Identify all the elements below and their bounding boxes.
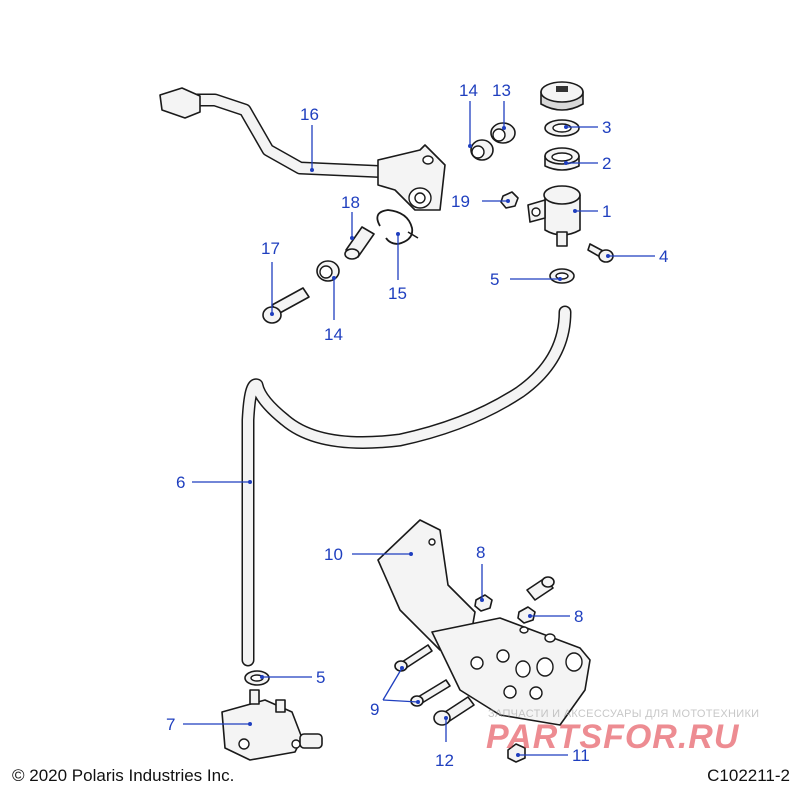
- part-8-nut-lower: [517, 606, 536, 624]
- callout-1: 1: [602, 202, 611, 221]
- copyright-text: © 2020 Polaris Industries Inc.: [12, 766, 235, 785]
- leader-lines: [183, 101, 655, 757]
- part-9-bolts: [394, 644, 451, 707]
- part-2-ring: [544, 147, 580, 171]
- callout-labels: 1 2 3 4 5 5 6 7 8 8 9 10 11 12 13 14 14 …: [166, 81, 668, 770]
- callout-19: 19: [451, 192, 470, 211]
- part-reservoir-cap: [540, 81, 584, 111]
- watermark-brand: PARTSFOR.RU: [486, 718, 740, 756]
- callout-3: 3: [602, 118, 611, 137]
- callout-8-lower: 8: [574, 607, 583, 626]
- part-3-diaphragm: [544, 119, 580, 137]
- callout-17: 17: [261, 239, 280, 258]
- part-6-hose: [241, 305, 572, 667]
- watermark: ЗАПЧАСТИ И АКСЕССУАРЫ ДЛЯ МОТОТЕХНИКИ PA…: [486, 708, 759, 756]
- callout-5-upper: 5: [490, 270, 499, 289]
- part-8-nut-upper: [474, 594, 493, 612]
- part-7-master-cylinder: [221, 689, 323, 761]
- callout-12: 12: [435, 751, 454, 770]
- part-15-spring-clip: [376, 209, 419, 245]
- part-16-brake-rod: [159, 87, 446, 211]
- callout-9: 9: [370, 700, 379, 719]
- callout-7: 7: [166, 715, 175, 734]
- callout-14-upper: 14: [459, 81, 478, 100]
- part-11-nut: [507, 743, 526, 763]
- callout-15: 15: [388, 284, 407, 303]
- callout-11: 11: [572, 746, 590, 765]
- part-17-bolt: [262, 287, 310, 324]
- part-5-clamp-lower: [244, 670, 270, 686]
- part-4-bolt: [587, 243, 614, 263]
- part-14-bushing-upper: [470, 139, 494, 161]
- pedal-plate: [431, 617, 591, 726]
- callout-6: 6: [176, 473, 185, 492]
- callout-13: 13: [492, 81, 511, 100]
- part-1-reservoir: [527, 185, 581, 247]
- pedal-spacer: [526, 576, 555, 601]
- callout-4: 4: [659, 247, 668, 266]
- callout-16: 16: [300, 105, 319, 124]
- part-10-bracket: [377, 519, 476, 651]
- callout-5-lower: 5: [316, 668, 325, 687]
- callout-2: 2: [602, 154, 611, 173]
- part-12-bolt: [433, 696, 475, 726]
- part-18-pin: [344, 226, 375, 260]
- callout-10: 10: [324, 545, 343, 564]
- callout-14-lower: 14: [324, 325, 343, 344]
- part-13-bushing: [490, 122, 516, 144]
- callout-8-upper: 8: [476, 543, 485, 562]
- part-5-clamp-upper: [549, 268, 575, 284]
- callout-18: 18: [341, 193, 360, 212]
- part-14-bushing-lower: [316, 260, 340, 282]
- watermark-tagline: ЗАПЧАСТИ И АКСЕССУАРЫ ДЛЯ МОТОТЕХНИКИ: [488, 708, 759, 720]
- diagram-id: C102211-2: [707, 766, 790, 785]
